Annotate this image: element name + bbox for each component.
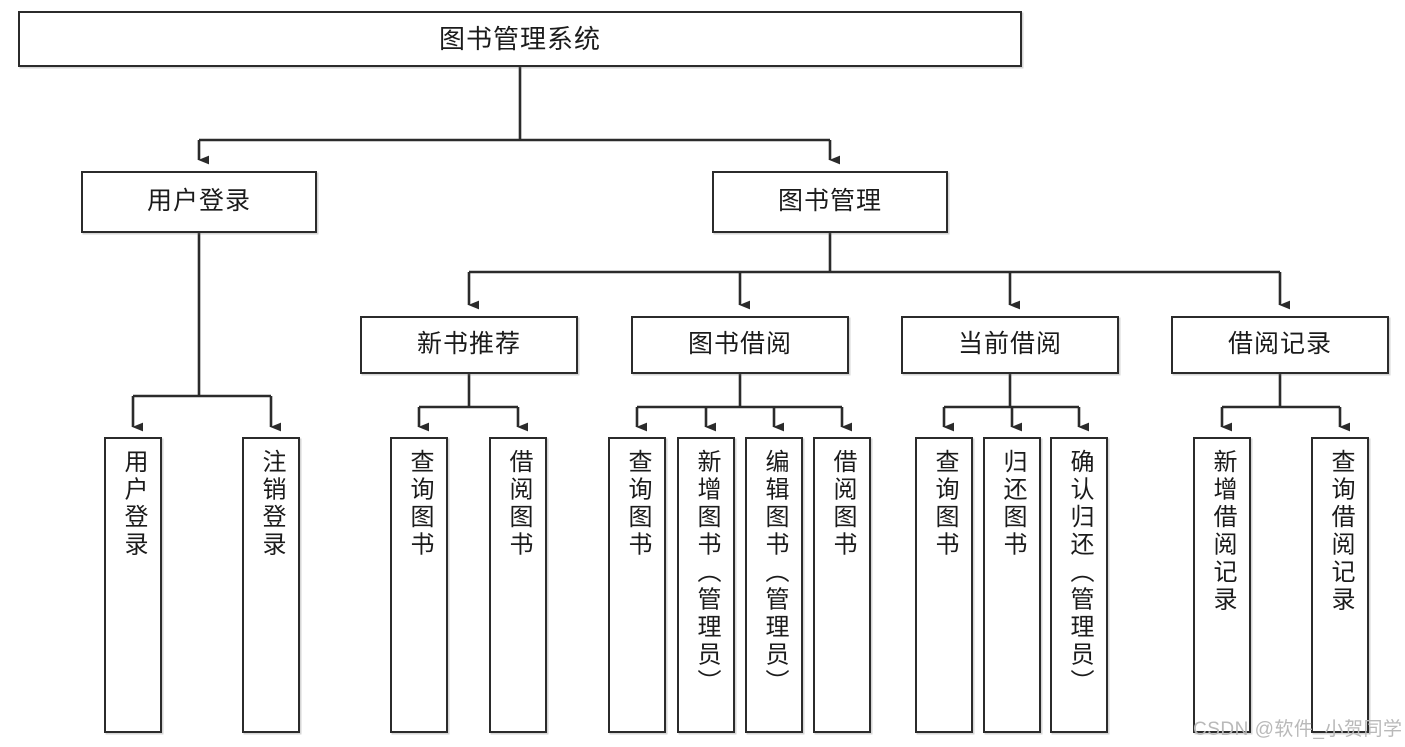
node-label: 确认归还（管理员） bbox=[1066, 449, 1093, 697]
node-label: 图书借阅 bbox=[687, 330, 792, 359]
leaf-current-borrow-return[interactable]: 归还图书 bbox=[983, 437, 1041, 733]
leaf-current-borrow-confirm-return[interactable]: 确认归还（管理员） bbox=[1050, 437, 1108, 733]
leaf-book-borrow-query[interactable]: 查询图书 bbox=[608, 437, 666, 733]
leaf-borrow-records-add[interactable]: 新增借阅记录 bbox=[1193, 437, 1251, 733]
node-label: 用户登录 bbox=[120, 449, 147, 559]
node-label: 借阅图书 bbox=[505, 449, 532, 559]
node-root-system[interactable]: 图书管理系统 bbox=[18, 11, 1022, 67]
node-label: 借阅图书 bbox=[829, 449, 856, 559]
node-label: 注销登录 bbox=[258, 449, 285, 559]
node-label: 查询图书 bbox=[624, 449, 651, 559]
node-borrow-records[interactable]: 借阅记录 bbox=[1171, 316, 1389, 374]
node-current-borrow[interactable]: 当前借阅 bbox=[901, 316, 1119, 374]
node-label: 查询图书 bbox=[406, 449, 433, 559]
node-new-book-recommendation[interactable]: 新书推荐 bbox=[360, 316, 578, 374]
leaf-borrow-records-query[interactable]: 查询借阅记录 bbox=[1311, 437, 1369, 733]
watermark-csdn: CSDN @软件_小贺同学 bbox=[1193, 719, 1403, 740]
leaf-book-borrow-add[interactable]: 新增图书（管理员） bbox=[677, 437, 735, 733]
node-user-login[interactable]: 用户登录 bbox=[81, 171, 317, 233]
node-label: 归还图书 bbox=[999, 449, 1026, 559]
leaf-book-borrow-borrow[interactable]: 借阅图书 bbox=[813, 437, 871, 733]
node-label: 图书管理 bbox=[777, 187, 882, 216]
node-label: 查询借阅记录 bbox=[1327, 449, 1354, 614]
node-label: 当前借阅 bbox=[957, 330, 1062, 359]
node-book-borrow[interactable]: 图书借阅 bbox=[631, 316, 849, 374]
leaf-new-book-borrow[interactable]: 借阅图书 bbox=[489, 437, 547, 733]
leaf-user-login-login[interactable]: 用户登录 bbox=[104, 437, 162, 733]
node-label: 编辑图书（管理员） bbox=[761, 449, 788, 697]
node-label: 新书推荐 bbox=[416, 330, 521, 359]
node-label: 借阅记录 bbox=[1227, 330, 1332, 359]
node-label: 查询图书 bbox=[931, 449, 958, 559]
leaf-current-borrow-query[interactable]: 查询图书 bbox=[915, 437, 973, 733]
leaf-book-borrow-edit[interactable]: 编辑图书（管理员） bbox=[745, 437, 803, 733]
leaf-new-book-query[interactable]: 查询图书 bbox=[390, 437, 448, 733]
node-book-management[interactable]: 图书管理 bbox=[712, 171, 948, 233]
leaf-user-login-logout[interactable]: 注销登录 bbox=[242, 437, 300, 733]
node-label: 新增图书（管理员） bbox=[693, 449, 720, 697]
node-label: 图书管理系统 bbox=[438, 23, 601, 54]
node-label: 用户登录 bbox=[146, 187, 251, 216]
node-label: 新增借阅记录 bbox=[1209, 449, 1236, 614]
